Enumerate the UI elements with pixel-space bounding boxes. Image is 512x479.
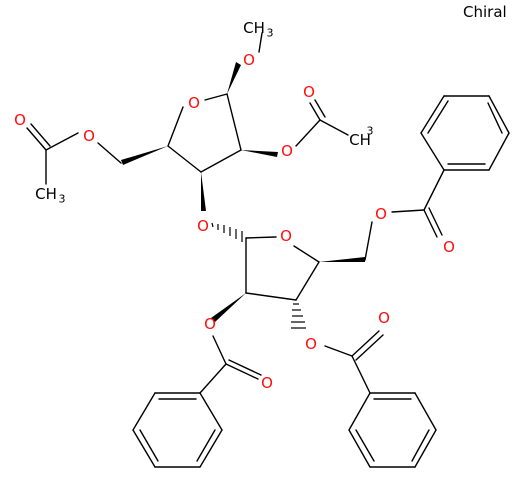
c2-ester-oxygen: O — [281, 142, 293, 160]
c3p-hash — [291, 303, 306, 329]
c5-carbonyl-oxygen: O — [14, 111, 26, 129]
methoxy-methyl-label: CH — [243, 19, 265, 37]
methoxy-methyl-subscript: 3 — [267, 27, 274, 40]
c2-acetyl-methyl-subscript: 3 — [367, 125, 374, 138]
c4-wedge — [121, 146, 168, 165]
c2p-carbonyl-oxygen: O — [261, 374, 273, 392]
c3-wedge — [201, 172, 206, 211]
glycosidic-oxygen: O — [197, 217, 209, 235]
anomeric-wedge — [227, 62, 241, 94]
c5-acetyl-methyl-label: CH — [35, 185, 57, 203]
lower-ring — [245, 236, 320, 301]
benzoyl-ring-2 — [348, 392, 437, 468]
c2-carbonyl-oxygen: O — [303, 83, 315, 101]
glycosidic-hash — [211, 222, 243, 242]
ring-oxygen-lower: O — [280, 227, 292, 245]
methoxy-bond — [258, 32, 263, 53]
upper-ring — [167, 93, 242, 173]
benzoyl-ring-1 — [420, 95, 510, 171]
methoxy-oxygen: O — [243, 51, 255, 69]
c2p-ester-oxygen: O — [204, 315, 216, 333]
benzoyl-ring-3 — [132, 392, 223, 468]
c2p-wedge — [211, 293, 246, 322]
ring-oxygen-upper: O — [188, 94, 200, 112]
c5p-carbonyl-oxygen: O — [443, 238, 455, 256]
c5-acetyl-methyl-subscript: 3 — [59, 193, 66, 206]
chiral-flag: Chiral — [463, 3, 507, 21]
c3p-carbonyl-oxygen: O — [378, 309, 390, 327]
c4p-wedge — [319, 257, 365, 262]
c2-wedge — [241, 150, 278, 157]
c3p-ester-oxygen: O — [305, 335, 317, 353]
c5-ester-oxygen: O — [83, 127, 95, 145]
c5p-ester-oxygen: O — [375, 205, 387, 223]
c2-acetyl-methyl-label: CH — [349, 131, 371, 149]
